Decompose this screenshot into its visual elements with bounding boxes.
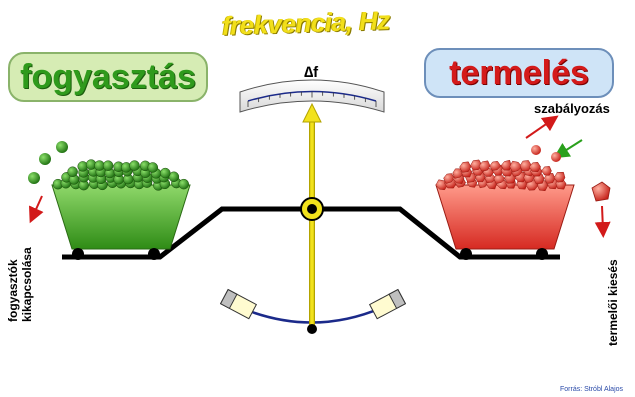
source-credit: Forrás: Stróbl Alajos [560,386,624,393]
consumer-disconnect-label-line2: kikapcsolása [20,247,34,322]
frequency-needle [302,102,322,334]
dropped-consumer-balls [28,141,68,184]
generation-loss [591,181,611,238]
regulation-label: szabályozás [534,101,610,116]
right-damper-icon [368,288,407,320]
generation-loss-label: termelői kiesés [606,259,620,346]
gauge-label: ∆f [304,64,319,81]
regulation-arrows [525,115,583,162]
consumer-disconnect-label-line1: fogyasztók [6,259,20,322]
production-cart [435,159,575,260]
consumption-cart [51,159,191,260]
left-damper-icon [219,288,258,320]
production-load [435,159,567,192]
balance-beam [62,197,560,260]
delta-f-gauge [239,79,385,113]
gauge-ticks [247,91,377,107]
production-badge: termelés [424,48,614,98]
consumption-badge: fogyasztás [8,52,208,102]
generation-loss-arrow [594,205,611,238]
consumer-disconnect-arrow [28,195,44,224]
consumption-load [52,159,190,191]
diagram-title: frekvencia, Hz [221,5,391,41]
